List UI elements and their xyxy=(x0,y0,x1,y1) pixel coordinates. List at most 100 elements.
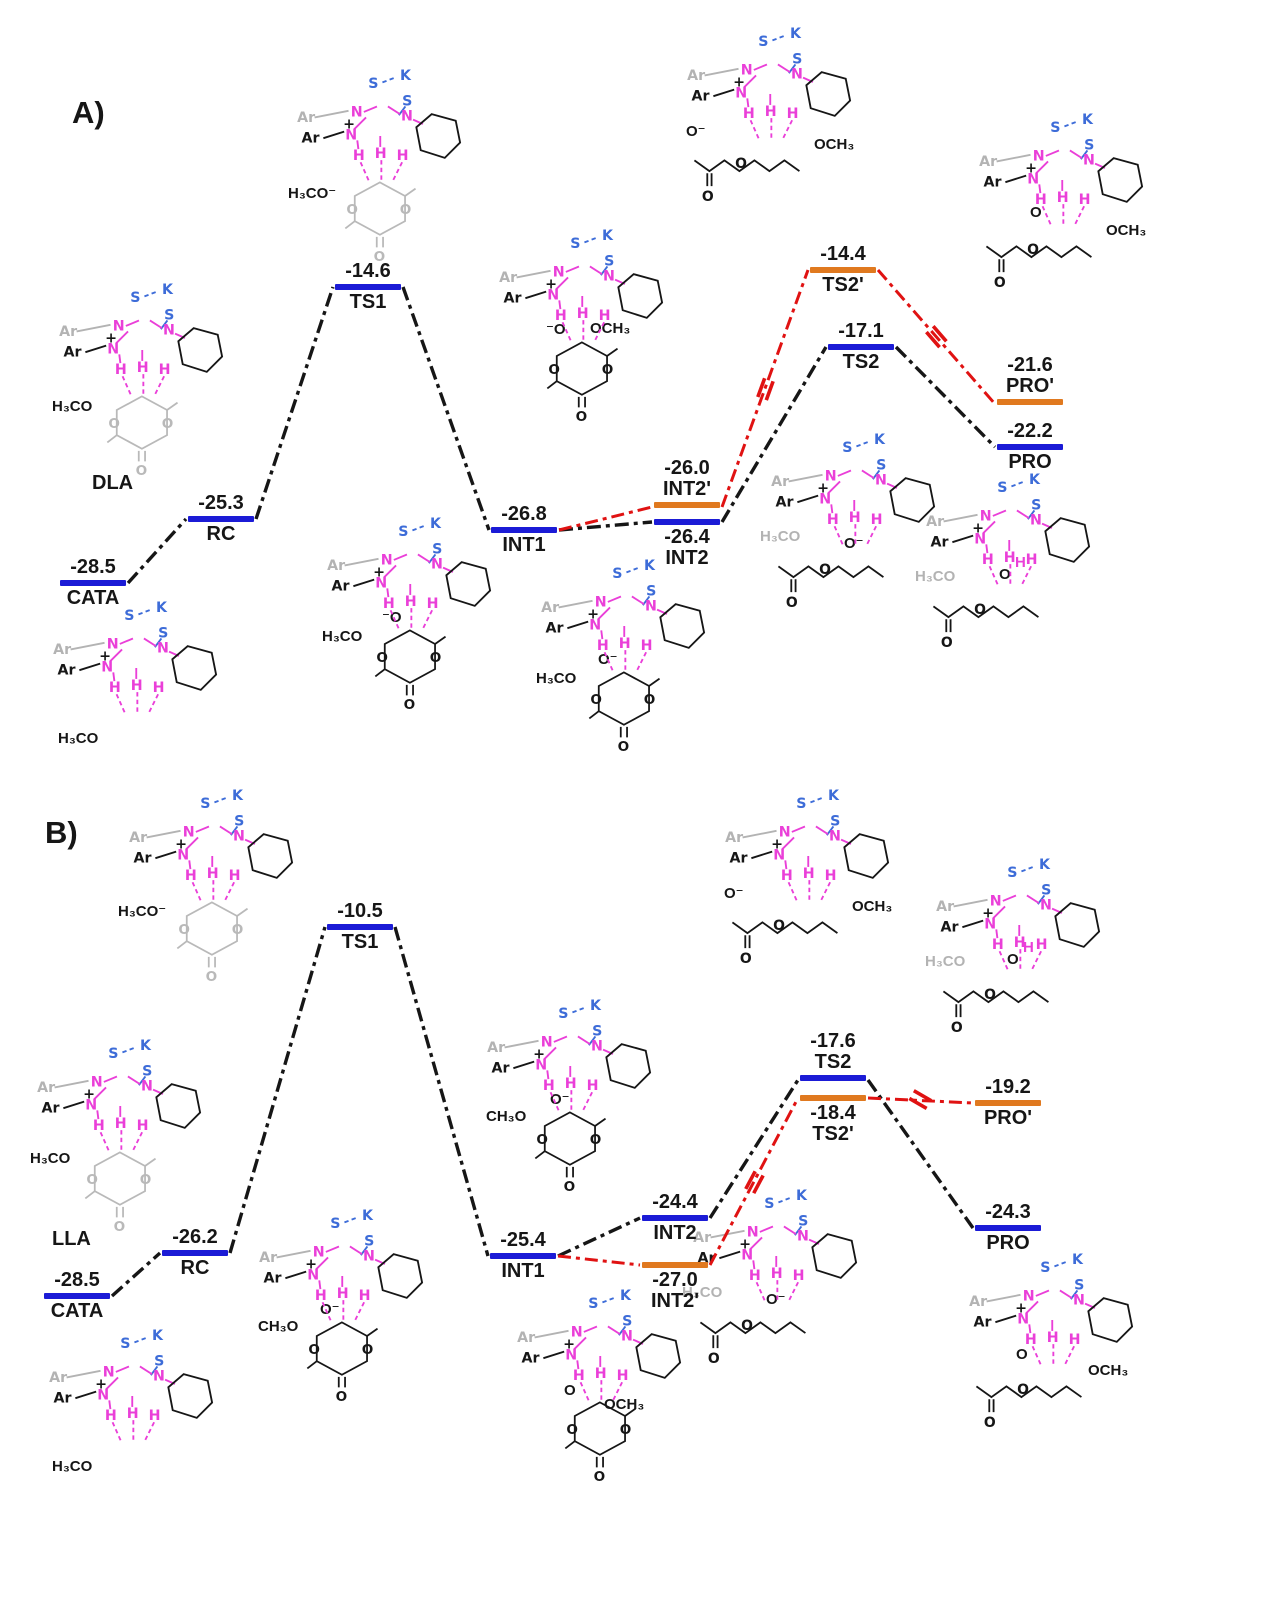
atom-n: N xyxy=(153,1369,165,1385)
oxygen-label: O xyxy=(1007,951,1019,968)
h-bond-dash xyxy=(579,1381,591,1403)
atom-k: K xyxy=(1072,1252,1084,1268)
lactide-ring-sketch: O O O xyxy=(374,629,447,713)
carbonyl-double-bond xyxy=(945,619,952,633)
cyclohexyl-ring xyxy=(1087,1297,1134,1343)
level-label: CATA xyxy=(50,1300,104,1322)
h-bond-dash xyxy=(391,161,403,183)
methyl-bond xyxy=(366,1327,379,1337)
atom-ar: Ar xyxy=(37,1080,55,1096)
level-label: INT2' xyxy=(650,1290,700,1312)
alkoxide-label: O⁻ xyxy=(550,1091,570,1108)
level-value: -25.3 xyxy=(198,492,244,514)
n-c-bond xyxy=(553,1035,568,1043)
methyl-bond xyxy=(306,1360,318,1370)
catalyst-sketch: S K S Ar N N Ar + N H H H xyxy=(517,1288,682,1403)
atom-h: H xyxy=(573,1368,585,1384)
c-n-bond xyxy=(1069,149,1083,159)
atom-n: N xyxy=(1040,898,1052,914)
atom-h: H xyxy=(617,1368,629,1384)
atom-ar: Ar xyxy=(730,851,748,867)
energy-level-a-prop: -21.6 PRO' xyxy=(995,355,1065,407)
carbonyl-double-bond xyxy=(375,236,384,248)
atom-o: O xyxy=(644,692,656,708)
atom-h: H xyxy=(207,866,219,882)
atom-s: S xyxy=(432,541,442,557)
atom-s: S xyxy=(142,1063,152,1079)
ar-n-bond2 xyxy=(543,1350,565,1360)
c-n-bond xyxy=(417,553,431,563)
h-bond-dash xyxy=(191,881,203,903)
atom-h: H xyxy=(595,1366,607,1382)
oxygen-label: O xyxy=(564,1382,576,1399)
charge-plus: + xyxy=(587,606,599,622)
n-h-bond xyxy=(96,1110,100,1120)
atom-n: N xyxy=(97,1387,109,1403)
ring-skeleton xyxy=(573,1401,626,1456)
level-value: -28.5 xyxy=(54,1269,100,1291)
level-label: PRO' xyxy=(1005,375,1055,397)
methyl-bond xyxy=(564,1440,576,1450)
level-value: -17.6 xyxy=(810,1030,856,1052)
methyl-bond xyxy=(588,710,600,720)
cyclohexyl-ring xyxy=(445,561,492,607)
h-bond-dash xyxy=(1020,565,1032,587)
level-value: -14.6 xyxy=(345,260,391,282)
cyclohexyl-ring xyxy=(605,1043,652,1089)
carbonyl-double-bond xyxy=(790,579,797,593)
atom-ar: Ar xyxy=(297,110,315,126)
k-s-bond xyxy=(584,236,599,244)
n-c-bond xyxy=(1045,149,1060,157)
cyclohexyl-ring xyxy=(843,833,890,879)
atom-n: N xyxy=(589,617,601,633)
k-s-bond xyxy=(602,1296,617,1304)
atom-s: S xyxy=(558,1006,568,1022)
c-n-bond xyxy=(861,469,875,479)
blocked-path-marker xyxy=(744,1170,765,1195)
atom-h: H xyxy=(771,1266,783,1282)
atom-o: O xyxy=(140,1172,152,1188)
atom-n: N xyxy=(351,104,363,120)
atom-n: N xyxy=(565,1347,577,1363)
atom-h: H xyxy=(982,552,994,568)
n-h-bond xyxy=(558,300,562,310)
atom-s: S xyxy=(330,1216,340,1232)
n-c-bond xyxy=(103,1075,118,1083)
ring-skeleton xyxy=(353,181,406,236)
ar-n-bond2 xyxy=(285,1270,307,1280)
molecule-b-cata: H₃CO S K S Ar N N Ar + N H H H xyxy=(48,1326,244,1538)
cyclohexyl-ring xyxy=(805,71,852,117)
carbonyl-double-bond xyxy=(565,1166,574,1178)
energy-level-b-prop: -19.2 PRO' xyxy=(973,1077,1043,1129)
cyclohexyl-ring xyxy=(811,1233,858,1279)
blocked-path-marker xyxy=(756,377,775,401)
charge-plus: + xyxy=(99,648,111,664)
atom-n: N xyxy=(535,1057,547,1073)
ar-n-bond2 xyxy=(719,1250,741,1260)
atom-n: N xyxy=(1030,513,1042,529)
atom-s: S xyxy=(612,566,622,582)
n-c-bond xyxy=(607,595,622,603)
n-c-bond2 xyxy=(597,606,611,621)
level-label: RC xyxy=(206,523,236,545)
ar-n-bond xyxy=(54,1079,89,1089)
h-bond-dash xyxy=(787,881,799,903)
atom-o: O xyxy=(1027,242,1039,258)
level-bar xyxy=(162,1250,228,1256)
cyclohexyl-ring xyxy=(659,603,706,649)
molecule-a-ts1: H₃CO⁻ S K S Ar N N Ar + N H H H O O O xyxy=(288,66,492,278)
atom-h: H xyxy=(599,308,611,324)
carbonyl-double-bond xyxy=(405,684,414,696)
h-bond-dash xyxy=(147,693,159,715)
atom-n: N xyxy=(177,847,189,863)
k-s-bond xyxy=(1021,865,1036,873)
c-n-bond xyxy=(349,1245,363,1255)
molecule-a-int2: H₃CO O⁻ S K S Ar N N Ar + N H H H O O O xyxy=(536,556,736,768)
level-label: INT2 xyxy=(665,547,709,569)
n-c-bond2 xyxy=(555,276,569,291)
atom-h: H xyxy=(93,1118,105,1134)
n-h-bond xyxy=(600,630,604,640)
h-bond-dash xyxy=(998,950,1010,972)
atom-s: S xyxy=(622,1313,632,1329)
atom-o: O xyxy=(362,1342,374,1358)
